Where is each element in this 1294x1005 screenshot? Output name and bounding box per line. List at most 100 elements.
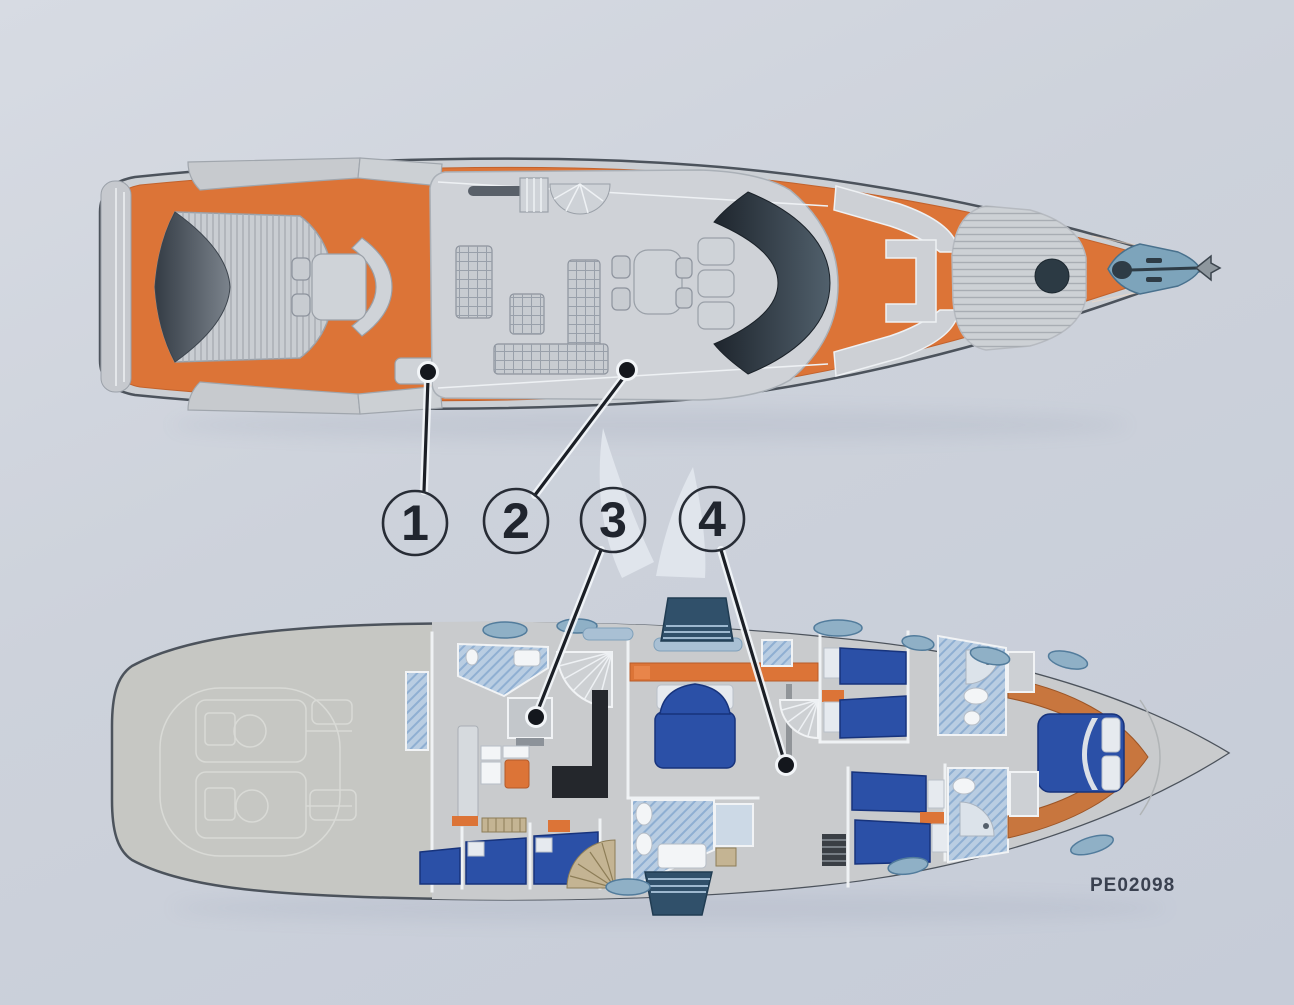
engine-room <box>159 687 357 857</box>
callout-number-2: 2 <box>502 493 530 549</box>
bow-sunpad <box>951 205 1087 351</box>
master-bathroom <box>631 799 715 888</box>
tender-bottom <box>644 871 713 916</box>
callout-1: 1 <box>381 361 449 557</box>
bed-pillow <box>1101 755 1121 791</box>
crew-berth <box>419 847 461 885</box>
galley-cabinet <box>502 745 530 759</box>
drawing-code: PE02098 <box>1090 875 1175 896</box>
leader-dot-1 <box>417 361 439 383</box>
berth-pillow <box>823 701 841 733</box>
galley-vent <box>516 738 544 746</box>
side-step <box>582 627 634 641</box>
windshield <box>713 191 831 375</box>
fuel-tank <box>405 671 429 751</box>
vip-sheet-fold <box>1082 718 1098 790</box>
dining-chair <box>675 257 693 279</box>
callout-3: 3 <box>525 486 647 728</box>
dining-chair <box>675 287 693 309</box>
galley-cabinet-orange <box>504 759 530 789</box>
callout-4: 4 <box>678 485 797 776</box>
bidet <box>635 832 653 856</box>
locker-accent <box>452 816 478 826</box>
leader-line-4 <box>719 548 785 759</box>
berth-pillow <box>931 823 949 853</box>
headboard-wall <box>629 662 819 682</box>
locker-accent <box>548 820 570 832</box>
foredeck-bracket <box>885 239 937 323</box>
callout-number-4: 4 <box>698 491 726 547</box>
callout-2: 2 <box>482 359 638 555</box>
l-sofa-hatch <box>568 260 600 348</box>
bow-stem-fitting <box>1194 254 1222 282</box>
master-cabin <box>626 638 819 888</box>
sink <box>513 649 541 667</box>
callout-circle-4 <box>678 485 746 553</box>
dining-chair <box>611 255 631 279</box>
lower-deck-plan <box>110 597 1231 916</box>
callout-number-3: 3 <box>599 492 627 548</box>
helm-seat <box>697 301 735 330</box>
tender-slats <box>663 625 731 639</box>
twin-bed <box>854 819 931 865</box>
berth-pillow <box>467 841 485 857</box>
berth-pillow <box>927 779 945 809</box>
toilet <box>963 710 981 726</box>
leader-dot-3 <box>525 706 547 728</box>
helm-seat <box>697 269 735 298</box>
fridge <box>457 725 479 819</box>
callout-number-1: 1 <box>401 495 429 551</box>
leader-line-1 <box>422 377 430 493</box>
shower-drain <box>983 823 989 829</box>
leader-line-2 <box>533 375 626 497</box>
bed-duvet <box>654 711 736 769</box>
bed-pillow <box>1101 717 1121 753</box>
sofa-hatch <box>456 246 492 318</box>
cleat <box>1146 258 1162 263</box>
galley-counter-dark <box>552 690 608 798</box>
main-deck-plan <box>98 157 1222 415</box>
galley-cabinet <box>480 745 502 761</box>
tender-top <box>653 597 743 652</box>
l-sofa-base-hatch <box>494 344 608 374</box>
salon-furniture <box>455 177 735 375</box>
grate-slats <box>487 818 521 832</box>
bed-duvet-dome <box>659 683 731 715</box>
stair-treads <box>569 842 616 889</box>
companionway-stairs <box>778 699 819 740</box>
vanity-counter <box>657 843 707 869</box>
nightstand <box>822 690 844 702</box>
galley-counter <box>468 186 534 196</box>
callout-circle-1 <box>381 489 449 557</box>
leader-dot-2 <box>616 359 638 381</box>
foredeck-walkway <box>833 185 957 377</box>
cockpit-chair <box>291 257 311 281</box>
twin-cabin-forward <box>761 630 910 744</box>
tender-slats <box>648 878 710 893</box>
twin-bed <box>839 647 907 685</box>
ottoman-hatch <box>510 294 544 334</box>
berth-pillow <box>535 837 553 853</box>
sink <box>963 687 989 705</box>
deck-hatch <box>1034 258 1070 294</box>
spiral-staircase <box>519 177 611 215</box>
bow-seam <box>1139 699 1161 816</box>
anchor-gear <box>1107 243 1222 295</box>
cockpit-chair <box>291 293 311 317</box>
day-head <box>761 639 793 667</box>
windlass <box>1112 261 1132 279</box>
berth-pillow <box>823 647 841 679</box>
nightstand <box>920 812 944 824</box>
master-settee <box>714 803 754 847</box>
sink <box>952 777 976 795</box>
master-bed <box>654 683 736 769</box>
twin-bed <box>851 771 927 813</box>
transom-seams <box>115 188 125 386</box>
dining-table <box>633 249 683 315</box>
curved-bench <box>351 237 393 337</box>
helm-seat <box>697 237 735 266</box>
leader-dot-4 <box>775 754 797 776</box>
bathroom-aft <box>947 767 1009 864</box>
lower-stair-fan <box>566 839 616 889</box>
